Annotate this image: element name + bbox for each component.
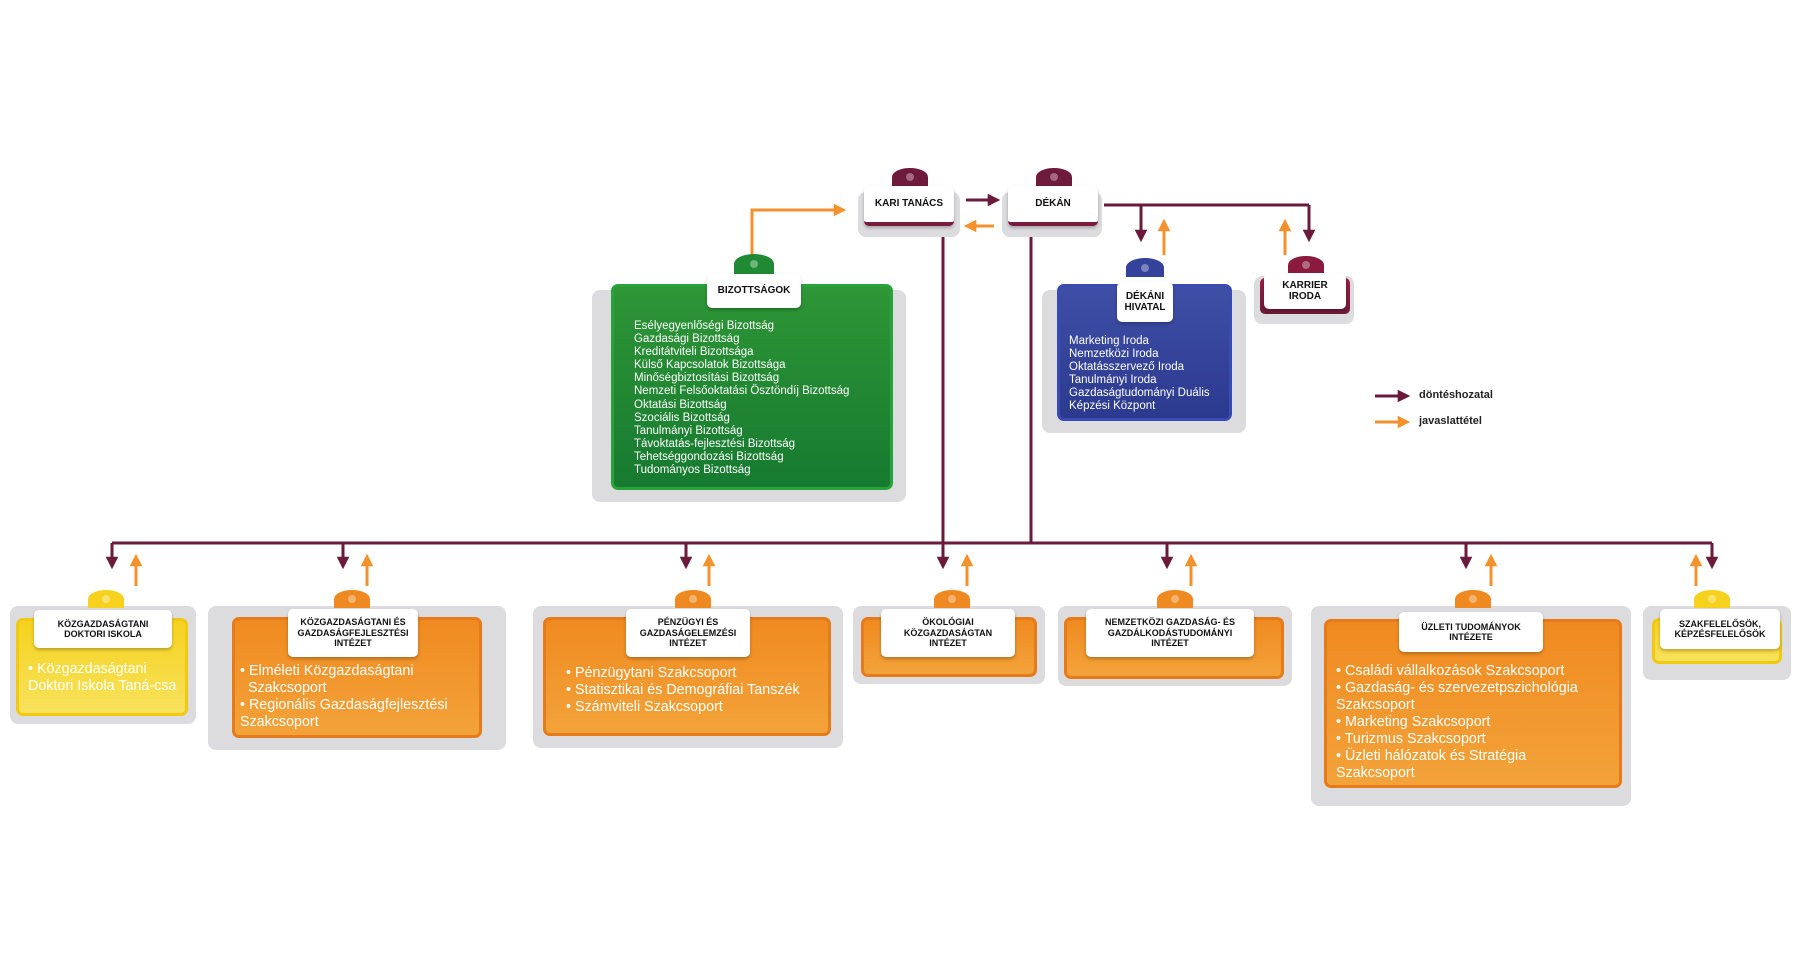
- node-dot-penzugyi: [675, 590, 711, 608]
- list-item: Tanulmányi Bizottság: [634, 424, 743, 437]
- penzugyi-intezet-list: • Pénzügytani Szakcsoport • Statisztikai…: [566, 665, 800, 716]
- bizottsagok-list: Esélyegyenlőségi Bizottság Gazdasági Biz…: [634, 320, 849, 477]
- penzugyi-intezet-title: PÉNZÜGYI ÉS GAZDASÁGELEMZÉSI INTÉZET: [626, 609, 750, 657]
- list-item: • Regionális Gazdaságfejlesztési: [240, 697, 448, 713]
- list-item: Távoktatás-fejlesztési Bizottság: [634, 437, 796, 450]
- list-item: Esélyegyenlőségi Bizottság: [634, 320, 774, 332]
- list-item: Képzési Központ: [1069, 400, 1156, 413]
- node-dot-kgf: [334, 590, 370, 608]
- list-item: Gazdaságtudományi Duális: [1069, 387, 1210, 400]
- list-item: • Gazdaság- és szervezetpszichológia: [1336, 680, 1578, 696]
- list-item: • Marketing Szakcsoport: [1336, 714, 1491, 730]
- node-dot-uzleti: [1455, 590, 1491, 608]
- list-item: • Családi vállalkozások Szakcsoport: [1336, 663, 1565, 679]
- list-item: • Turizmus Szakcsoport: [1336, 731, 1486, 747]
- node-dot-bizottsagok: [734, 254, 774, 274]
- kgf-intezet-list: • Elméleti Közgazdaságtani Szakcsoport •…: [240, 663, 448, 731]
- list-item: Szakcsoport: [1336, 765, 1415, 781]
- node-dot-doktori: [88, 590, 124, 608]
- arrow-bizottsagok-to-kari: [750, 203, 847, 262]
- szakfelelosok-title: SZAKFELELŐSÖK, KÉPZÉSFELELŐSÖK: [1660, 609, 1780, 649]
- list-item: Tanulmányi Iroda: [1069, 374, 1157, 387]
- kgf-intezet-box: • Elméleti Közgazdaságtani Szakcsoport •…: [232, 617, 482, 738]
- node-dot-kari: [892, 168, 928, 186]
- node-dot-karrier: [1288, 256, 1324, 274]
- node-dot-nemzetkozi: [1157, 590, 1193, 608]
- legend-decision-label: döntéshozatal: [1419, 389, 1493, 401]
- nemzetkozi-intezet-title: NEMZETKÖZI GAZDASÁG- ÉS GAZDÁLKODÁSTUDOM…: [1086, 609, 1254, 657]
- dekan-title: DÉKÁN: [1008, 186, 1098, 226]
- list-item: Szakcsoport: [1336, 697, 1415, 713]
- bizottsagok-box: Esélyegyenlőségi Bizottság Gazdasági Biz…: [611, 284, 893, 490]
- list-item: Kreditátviteli Bizottsága: [634, 346, 754, 359]
- list-item: Szociális Bizottság: [634, 411, 730, 424]
- list-item: Oktatásszervező Iroda: [1069, 361, 1185, 374]
- list-item: • Számviteli Szakcsoport: [566, 699, 723, 715]
- list-item: • Statisztikai és Demográfiai Tanszék: [566, 682, 800, 698]
- list-item: Minőségbiztosítási Bizottság: [634, 372, 780, 385]
- list-item: • Pénzügytani Szakcsoport: [566, 665, 737, 681]
- bizottsagok-title: BIZOTTSÁGOK: [707, 274, 801, 308]
- list-item: Oktatási Bizottság: [634, 398, 727, 411]
- list-item: • Elméleti Közgazdaságtani: [240, 663, 414, 679]
- list-item: Szakcsoport: [240, 680, 327, 696]
- okologiai-intezet-title: ÖKOLÓGIAI KÖZGAZDASÁGTAN INTÉZET: [881, 609, 1015, 657]
- list-item: Nemzetközi Iroda: [1069, 348, 1159, 361]
- doktori-iskola-title: KÖZGAZDASÁGTANI DOKTORI ISKOLA: [34, 610, 172, 648]
- list-item: Gazdasági Bizottság: [634, 333, 740, 346]
- doktori-iskola-list: • Közgazdaságtani Doktori Iskola Taná-cs…: [28, 661, 178, 695]
- list-item: • Üzleti hálózatok és Stratégia: [1336, 748, 1527, 764]
- list-item: Nemzeti Felsőoktatási Ösztöndíj Bizottsá…: [634, 385, 850, 398]
- node-dot-dekan: [1036, 168, 1072, 186]
- uzleti-intezet-list: • Családi vállalkozások Szakcsoport • Ga…: [1336, 663, 1578, 782]
- legend-proposal-label: javaslattétel: [1419, 415, 1482, 427]
- list-item: Külső Kapcsolatok Bizottsága: [634, 359, 786, 372]
- node-dot-szakfelelosok: [1694, 590, 1730, 608]
- list-item: Marketing Iroda: [1069, 335, 1149, 347]
- kari-tanacs-title: KARI TANÁCS: [864, 186, 954, 226]
- karrier-iroda-title: KARRIER IRODA: [1264, 273, 1346, 309]
- uzleti-intezet-title: ÜZLETI TUDOMÁNYOK INTÉZETE: [1399, 612, 1543, 652]
- list-item: • Közgazdaságtani Doktori Iskola Taná-cs…: [28, 661, 177, 694]
- kgf-intezet-title: KÖZGAZDASÁGTANI ÉS GAZDASÁGFEJLESZTÉSI I…: [288, 609, 418, 657]
- node-dot-okologiai: [934, 590, 970, 608]
- dekani-hivatal-title: DÉKÁNI HIVATAL: [1117, 282, 1173, 322]
- dekani-hivatal-list: Marketing Iroda Nemzetközi Iroda Oktatás…: [1069, 335, 1210, 414]
- list-item: Tudományos Bizottság: [634, 464, 751, 477]
- list-item: Tehetséggondozási Bizottság: [634, 450, 784, 463]
- node-dot-dekani-hivatal: [1126, 258, 1164, 277]
- list-item: Szakcsoport: [240, 714, 319, 730]
